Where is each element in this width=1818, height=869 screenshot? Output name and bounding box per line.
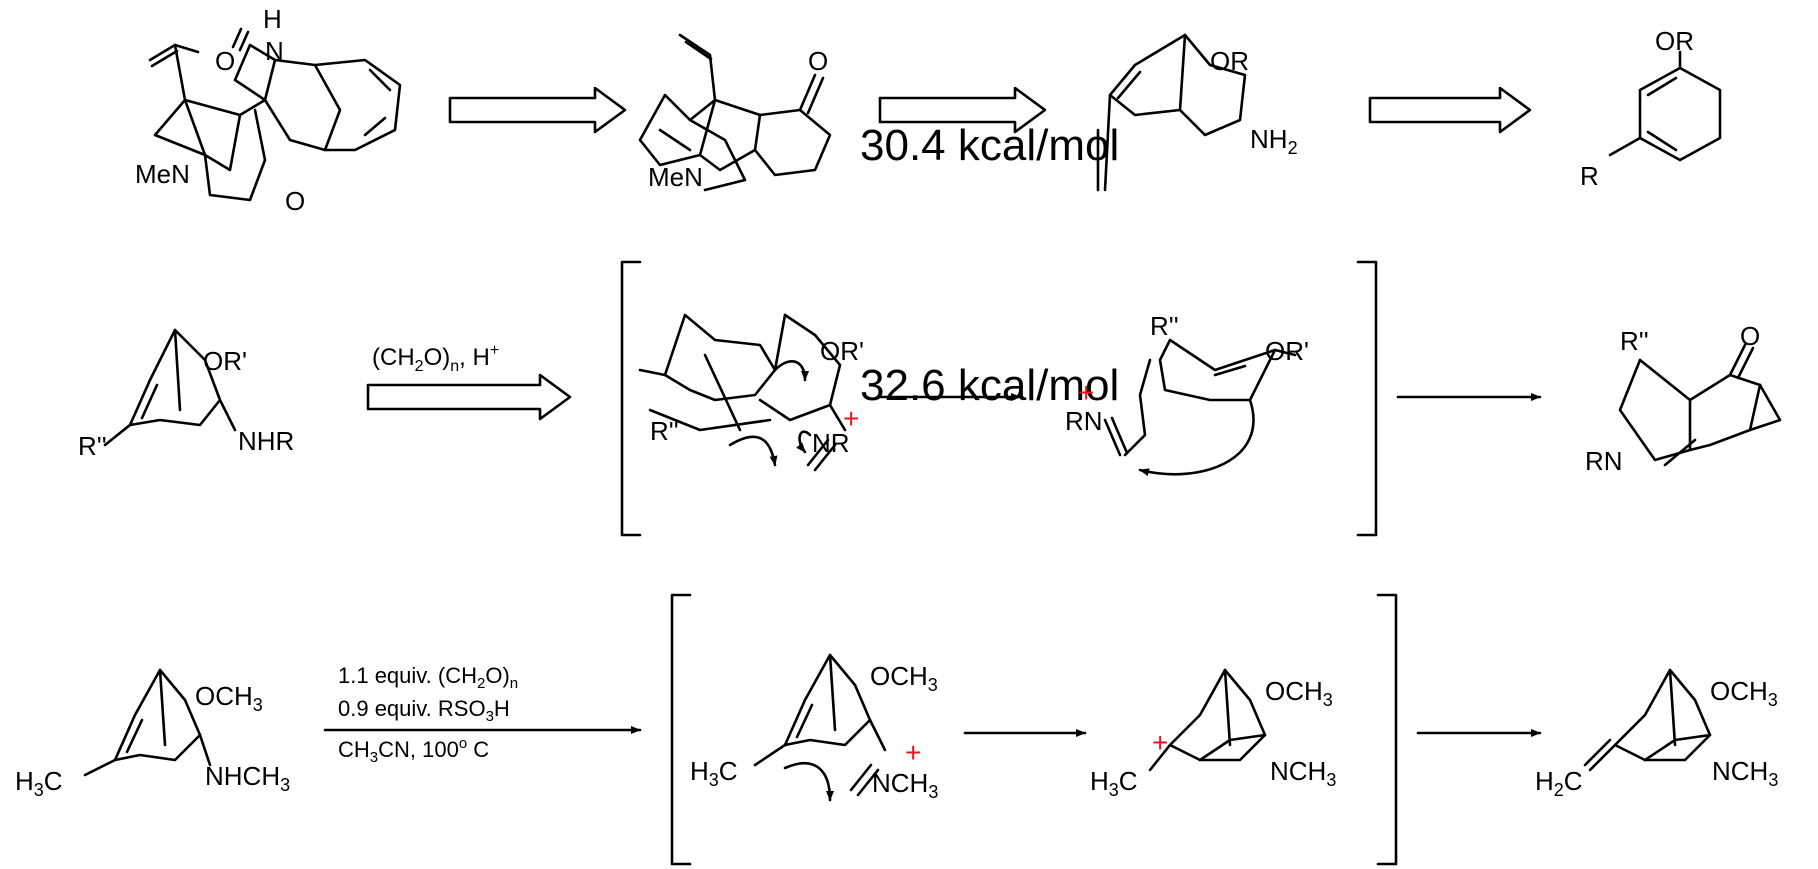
row2-sm-r-label: R''	[78, 431, 107, 461]
start-men-label: MeN	[135, 159, 190, 189]
row2-reagent-label: (CH2O)n, H+	[372, 342, 499, 375]
row2-enol-intermediate: R'' OR' RN +	[1065, 311, 1309, 477]
row2-open-arrow	[366, 373, 572, 421]
row3-int2-nch-label: NCH3	[1270, 756, 1336, 790]
row3-starting-bicycle: OCH3 H3C NHCH3	[15, 668, 290, 800]
row3-bracket-left	[670, 593, 692, 866]
energy-label-30-4: 30.4 kcal/mol	[860, 121, 1119, 170]
start-n-label: N	[265, 36, 284, 66]
row3-carbocation-intermediate: OCH3 H3C NCH3 +	[1090, 668, 1336, 800]
row1-starting-alkaloid: O H N MeN O	[135, 4, 402, 216]
row1-open-arrow-1	[448, 86, 627, 134]
int2-rn-label: RN	[1065, 406, 1103, 436]
row3-int2-plus-label: +	[1152, 727, 1168, 758]
row3-prod-h2c-label: H2C	[1535, 766, 1583, 800]
int1-plus-label: +	[843, 403, 859, 434]
row2-bracket-left	[620, 260, 642, 537]
row3-int1-och-label: OCH3	[870, 661, 938, 695]
bicyclic-nh-label: NH2	[1250, 124, 1298, 158]
row3-exocyclic-alkene-product: OCH3 H2C NCH3	[1535, 668, 1778, 800]
diene-r-label: R	[1580, 161, 1599, 191]
int2-r-label: R''	[1150, 311, 1179, 341]
row1-open-arrow-3	[1368, 86, 1532, 134]
row3-condition-line3: CH3CN, 100o C	[338, 735, 489, 766]
row3-iminium-intermediate: OCH3 H3C NCH3 +	[690, 653, 938, 802]
row3-sm-nhch-label: NHCH3	[205, 761, 290, 795]
row3-prod-och-label: OCH3	[1710, 676, 1778, 710]
start-h-label: H	[263, 4, 282, 34]
diene-or-label: OR	[1655, 26, 1694, 56]
row3-bracket-right	[1376, 593, 1398, 866]
row3-int1-plus-label: +	[905, 737, 921, 768]
row2-tricyclic-ketone: R'' O RN	[1585, 321, 1782, 476]
row1-tetracyclic-ketone: O MeN	[638, 33, 832, 192]
int1-nr-label: NR	[812, 428, 850, 458]
ketone-men-label: MeN	[648, 162, 703, 192]
row3-int2-och-label: OCH3	[1265, 676, 1333, 710]
prod2-o-label: O	[1740, 321, 1760, 351]
row1-open-arrow-2	[878, 86, 1047, 134]
row3-prod-nch-label: NCH3	[1712, 756, 1778, 790]
row3-sm-h3c-label: H3C	[15, 766, 63, 800]
start-o-ring-label: O	[285, 186, 305, 216]
row3-condition-line1: 1.1 equiv. (CH2O)n	[338, 663, 518, 692]
row3-int1-nch-label: NCH3	[872, 768, 938, 802]
int1-or-label: OR'	[820, 336, 864, 366]
start-o-label: O	[215, 46, 235, 76]
row3-int1-h3c-label: H3C	[690, 756, 738, 790]
row2-sm-nhr-label: NHR	[238, 426, 294, 456]
row3-condition-line2: 0.9 equiv. RSO3H	[338, 696, 510, 725]
row1-bicyclic-amine: OR NH2	[1096, 33, 1298, 192]
row2-sm-or-label: OR'	[203, 346, 247, 376]
row2-starting-bicycle: OR' R'' NHR	[78, 328, 294, 461]
int2-plus-label: +	[1078, 377, 1094, 408]
row1-cyclohexadiene: OR R	[1580, 26, 1722, 191]
prod2-r-label: R''	[1620, 326, 1649, 356]
prod2-rn-label: RN	[1585, 446, 1623, 476]
row3-int2-h3c-label: H3C	[1090, 766, 1138, 800]
row2-iminium-intermediate: OR' R'' NR +	[638, 313, 864, 472]
ketone-o-label: O	[808, 46, 828, 76]
int1-r-label: R''	[650, 416, 679, 446]
bicyclic-or-label: OR	[1210, 46, 1249, 76]
row2-bracket-right	[1356, 260, 1378, 537]
row3-sm-och-label: OCH3	[195, 681, 263, 715]
energy-label-32-6: 32.6 kcal/mol	[860, 361, 1119, 410]
int2-or-label: OR'	[1265, 336, 1309, 366]
